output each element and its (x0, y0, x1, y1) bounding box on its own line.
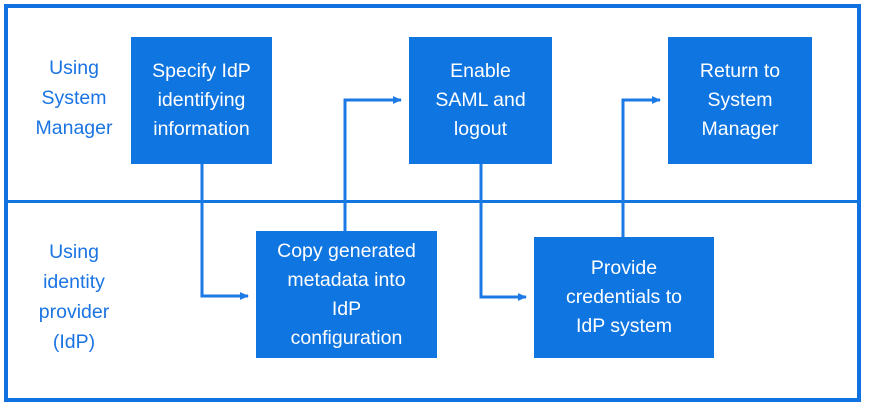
swimlane-label-using-identity-provider: Using identity provider (IdP) (38, 241, 110, 353)
swimlane-label-using-system-manager: Using System Manager (35, 57, 113, 139)
process-box-enable-saml[interactable]: Enable SAML and logout (409, 37, 552, 164)
swimlane-divider (8, 200, 861, 203)
process-box-copy-generated-metadata[interactable]: Copy generated metadata into IdP configu… (256, 231, 437, 358)
process-box-provide-credentials[interactable]: Provide credentials to IdP system (534, 237, 714, 358)
process-box-specify-idp[interactable]: Specify IdP identifying information (131, 37, 272, 164)
process-box-return-to-system-manager[interactable]: Return to System Manager (668, 37, 812, 164)
